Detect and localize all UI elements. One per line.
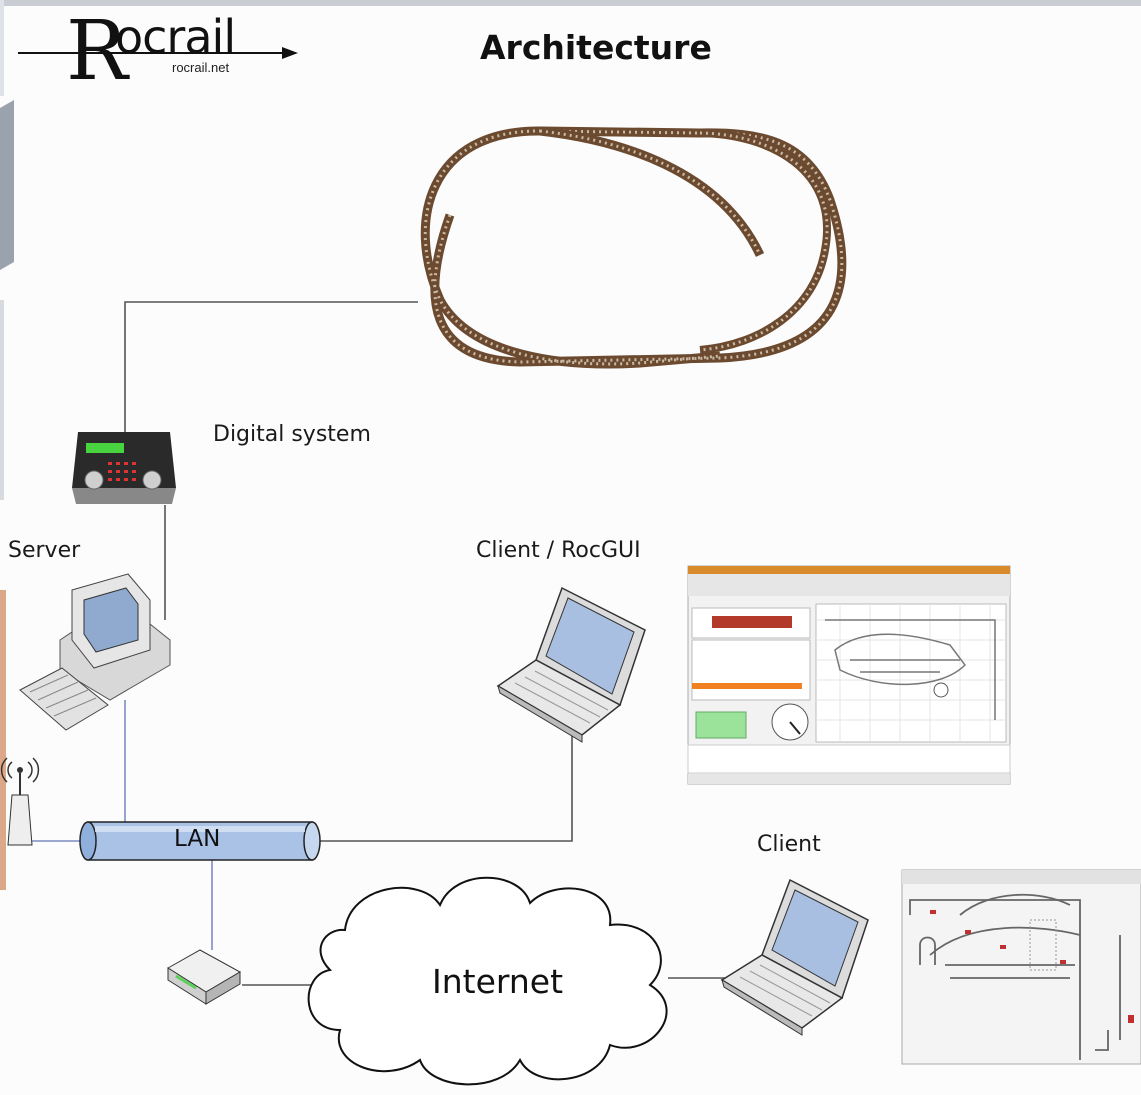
lan-pipe <box>79 821 321 861</box>
laptop-icon <box>720 878 869 1036</box>
desktop-computer-icon <box>19 573 171 731</box>
page-title: Architecture <box>480 28 712 67</box>
internet-label: Internet <box>432 962 564 1001</box>
wifi-antenna-icon <box>0 757 40 846</box>
command-station-icon <box>72 432 176 504</box>
lan-connector-lines <box>22 700 213 950</box>
lan-label: LAN <box>174 826 221 852</box>
server-label: Server <box>8 538 81 563</box>
digital-system-label: Digital system <box>213 422 371 447</box>
screenshot-thumbnail <box>687 565 1011 785</box>
router-icon <box>167 949 242 1005</box>
edge-fragment <box>0 100 14 270</box>
logo-wordmark: ocrail <box>115 10 236 64</box>
laptop-icon <box>496 586 646 743</box>
client-rocgui-label: Client / RocGUI <box>476 538 641 563</box>
connector-lines <box>124 301 728 986</box>
cloud-icon <box>307 876 668 1086</box>
client-label: Client <box>757 832 821 857</box>
logo-arrow-icon <box>18 47 298 59</box>
logo-url: rocrail.net <box>172 60 230 75</box>
screenshot-thumbnail <box>901 869 1141 1065</box>
track-layout-icon <box>420 126 847 369</box>
logo-initial: R <box>66 4 128 99</box>
